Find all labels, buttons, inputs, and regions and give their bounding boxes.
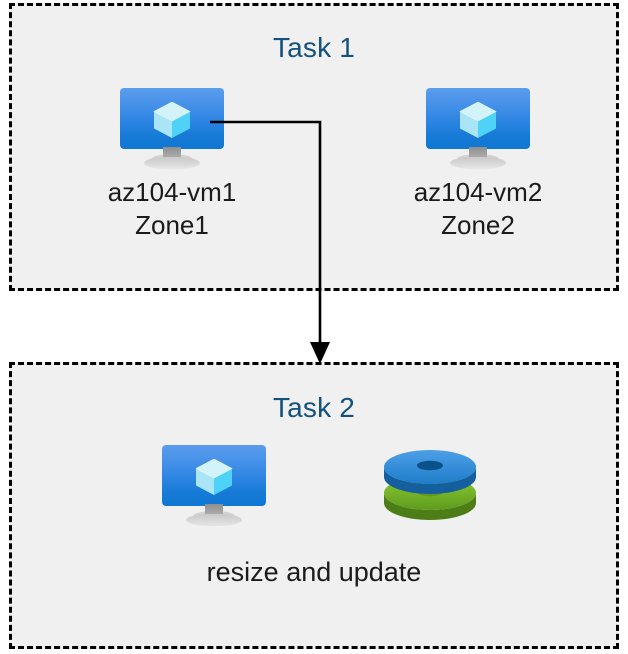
vm1-zone-label: Zone1: [135, 210, 209, 240]
vm2-name-label: az104-vm2: [413, 177, 543, 207]
node-az104-vm1[interactable]: az104-vm1 Zone1: [87, 88, 257, 242]
disks-icon[interactable]: [378, 445, 482, 527]
task2-container: Task 2: [9, 362, 619, 649]
cube-glyph: [459, 102, 497, 138]
task1-container: Task 1 az104-vm1 Zone1: [9, 3, 619, 291]
vm2-zone-label: Zone2: [441, 210, 515, 240]
disks-glyph: [384, 450, 476, 520]
node-az104-vm2[interactable]: az104-vm2 Zone2: [393, 88, 563, 242]
monitor-base: [450, 157, 506, 169]
task2-caption: resize and update: [206, 557, 422, 587]
task1-title: Task 1: [272, 32, 356, 63]
virtual-machine-icon[interactable]: [162, 445, 266, 527]
virtual-machine-icon: [426, 88, 530, 170]
cube-glyph: [153, 102, 191, 138]
vm1-name-label: az104-vm1: [107, 177, 237, 207]
virtual-machine-icon: [120, 88, 224, 170]
arrowhead-icon: [310, 342, 330, 364]
monitor-base: [186, 514, 242, 526]
monitor-base: [144, 157, 200, 169]
cube-glyph: [195, 459, 233, 495]
task2-icon-row: [132, 445, 512, 527]
task2-title: Task 2: [272, 392, 356, 423]
